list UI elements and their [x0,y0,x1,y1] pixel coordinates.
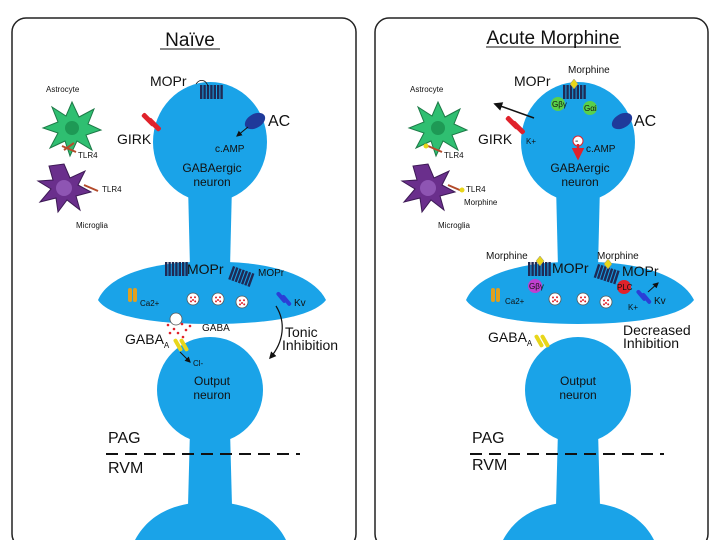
kv-label-right: Kv [654,296,666,307]
pag-label-left: PAG [108,430,141,447]
camp-label-left: c.AMP [215,144,245,155]
tlr4-icon-micro-right [447,184,465,193]
camp-label-right: c.AMP [586,144,616,155]
output-neuron-label-right-1: Output [560,374,597,388]
kv-label-left: Kv [294,298,306,309]
kv-efflux-arrow [647,282,659,293]
mopr-label-top-left: MOPr [150,73,187,89]
mopr-receptor-terminal-left-1 [165,262,188,276]
vesicle-right-3 [599,295,613,309]
mopr-label-terminal-left-1: MOPr [187,261,224,277]
mopr-receptor-top-left [200,85,223,99]
astrocyte-label-right: Astrocyte [410,85,444,94]
neuron-label-right-1: GABAergic [550,161,609,175]
decreased-label-1: Decreased [623,322,691,338]
vesicle-left-3 [235,295,249,309]
gaba-a-receptor-right [534,334,550,348]
kv-channel-left [276,291,292,306]
output-neuron-left [135,337,286,540]
gbg-label-terminal-right: Gβγ [529,282,544,291]
decreased-label-2: Inhibition [623,335,679,351]
morphine-label-terminal-right-1: Morphine [486,251,528,262]
gabaergic-neuron-left [98,82,326,324]
tonic-label-2: Inhibition [282,337,338,353]
vesicle-right-2 [576,292,590,306]
gbg-protein-terminal-right [528,279,542,293]
output-neuron-label-left-1: Output [194,374,231,388]
panel-naive: Naïve Astrocyte TLR4 TLR4 Microglia MOPr [11,17,357,540]
tlr4-label-micro-right: TLR4 [466,185,486,194]
tlr4-icon-astro-left [61,142,77,153]
girk-channel-left [141,113,161,132]
calcium-channel-right [491,288,500,302]
adenylyl-cyclase-right [611,112,633,130]
morphine-ligand-terminal-right-2 [603,258,613,270]
adenylyl-cyclase-left [244,112,266,130]
microglia-label-left: Microglia [76,221,109,230]
morphine-ligand-top-right [569,78,579,90]
gaba-a-label-left: GABAA [125,331,170,350]
mopr-label-top-right: MOPr [514,73,551,89]
ac-label-right: AC [634,113,656,130]
gbg-protein-top-right [551,97,565,111]
vesicle-left-1 [186,292,200,306]
pag-label-right: PAG [472,430,505,447]
plc-protein-terminal-right [617,280,631,294]
tlr4-label-astro-left: TLR4 [78,151,98,160]
vesicle-right-1 [548,292,562,306]
microglia-label-right: Microglia [438,221,471,230]
neuron-label-left-1: GABAergic [182,161,241,175]
chloride-label-left: Cl- [193,359,204,368]
tlr4-label-micro-left: TLR4 [102,185,122,194]
rvm-label-right: RVM [472,457,507,474]
gaba-a-receptor-left [173,338,189,352]
girk-channel-right [505,116,525,135]
gaba-release-left [166,312,192,339]
calcium-label-right: Ca2+ [505,297,525,306]
tonic-label-1: Tonic [285,324,318,340]
gabaergic-neuron-right [466,82,694,324]
kv-channel-right [636,289,652,304]
gbg-label-top-right: Gβγ [552,100,567,109]
girk-activation-arrow [493,102,535,119]
gaba-a-label-right: GABAA [488,329,533,348]
output-neuron-right [503,337,654,540]
panel-title-left: Naïve [165,30,215,51]
ac-label-left: AC [268,113,290,130]
vesicle-left-2 [211,292,225,306]
mopr-label-terminal-right-1: MOPr [552,260,589,276]
potassium-label-right: K+ [526,137,536,146]
output-neuron-label-right-2: neuron [559,388,596,402]
morphine-ligand-terminal-right-1 [535,255,545,267]
neuron-label-right-2: neuron [561,175,598,189]
tonic-inhibition-arrow [269,305,283,360]
mopr-label-terminal-right-2: MOPr [622,263,659,279]
gi-protein-top-right [583,101,597,115]
tlr4-icon-micro-left [83,184,99,192]
tlr4-icon-astro-right [423,143,443,153]
potassium-label-terminal-right: K+ [628,303,638,312]
morphine-label-terminal-right-2: Morphine [597,251,639,262]
morphine-label-micro-right: Morphine [464,198,498,207]
output-neuron-label-left-2: neuron [193,388,230,402]
calcium-channel-left [128,288,137,302]
girk-label-right: GIRK [478,131,513,147]
rvm-label-left: RVM [108,460,143,477]
chloride-arrow-left [179,351,191,363]
panel-acute-morphine: Acute Morphine Morphine Astrocyte MOPr T… [374,17,709,540]
panel-title-right: Acute Morphine [486,28,619,49]
minus-label-right: - [575,136,578,147]
girk-label-left: GIRK [117,131,152,147]
gi-label-top-right: Gαi [584,104,597,113]
camp-arrow-left [236,126,249,137]
tlr4-label-astro-right: TLR4 [444,151,464,160]
plc-label-terminal-right: PLC [617,283,633,292]
astrocyte-label-left: Astrocyte [46,85,80,94]
morphine-label-top-right: Morphine [568,65,610,76]
gaba-release-label-left: GABA [202,323,230,334]
mopr-label-terminal-left-2: MOPr [258,268,285,279]
neuron-label-left-2: neuron [193,175,230,189]
calcium-label-left: Ca2+ [140,299,160,308]
